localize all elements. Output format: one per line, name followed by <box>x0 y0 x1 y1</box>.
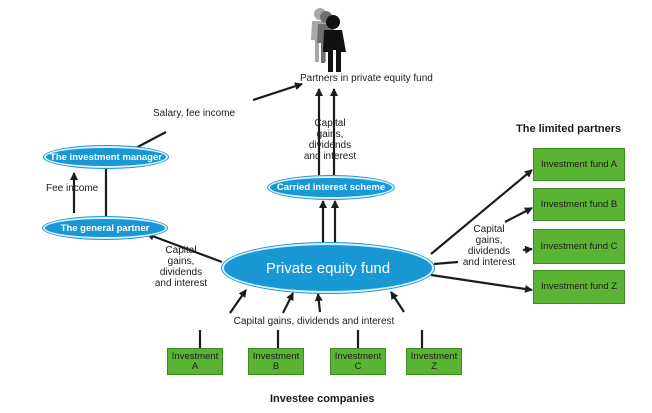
capital-gains-right-label: Capital gains, dividends and interest <box>462 224 516 268</box>
arrow-fund-to-fund-a <box>430 169 533 255</box>
arrow-manager-to-partners <box>252 82 303 102</box>
investment-fund-a: Investment fund A <box>533 148 625 181</box>
general-partner-node: The general partner <box>43 217 167 239</box>
people-icon <box>311 8 346 72</box>
arrow-fund-to-fund-c <box>522 245 533 254</box>
investment-fund-z: Investment fund Z <box>533 270 625 304</box>
carried-interest-node: Carried interest scheme <box>268 176 394 199</box>
arrow-fund-to-fund-b <box>504 207 533 223</box>
investment-fund-c: Investment fund C <box>533 229 625 264</box>
arrow-inv-a-to-fund <box>229 289 247 314</box>
arrow-fund-to-fund-z <box>430 273 533 293</box>
arrow-inv-b-to-fund <box>282 292 294 314</box>
arrow-fund-to-general <box>146 232 223 264</box>
fee-income-label: Fee income <box>46 183 99 194</box>
partners-label: Partners in private equity fund <box>300 73 433 84</box>
private-equity-fund-node: Private equity fund <box>222 243 434 293</box>
salary-fee-label: Salary, fee income <box>153 108 236 119</box>
investment-manager-node: The investment manager <box>44 146 168 168</box>
limited-partners-heading: The limited partners <box>516 123 622 135</box>
capital-gains-bottom-label: Capital gains, dividends and interest <box>233 316 395 327</box>
investment-fund-b: Investment fund B <box>533 188 625 221</box>
line-fund-to-c-label <box>433 260 459 266</box>
arrow-inv-z-to-fund <box>390 291 405 313</box>
capital-gains-left-label: Capital gains, dividends and interest <box>154 245 208 289</box>
investee-companies-heading: Investee companies <box>270 393 375 405</box>
arrow-inv-c-to-fund <box>314 293 323 313</box>
capital-gains-top-label: Capital gains, dividends and interest <box>303 118 357 162</box>
